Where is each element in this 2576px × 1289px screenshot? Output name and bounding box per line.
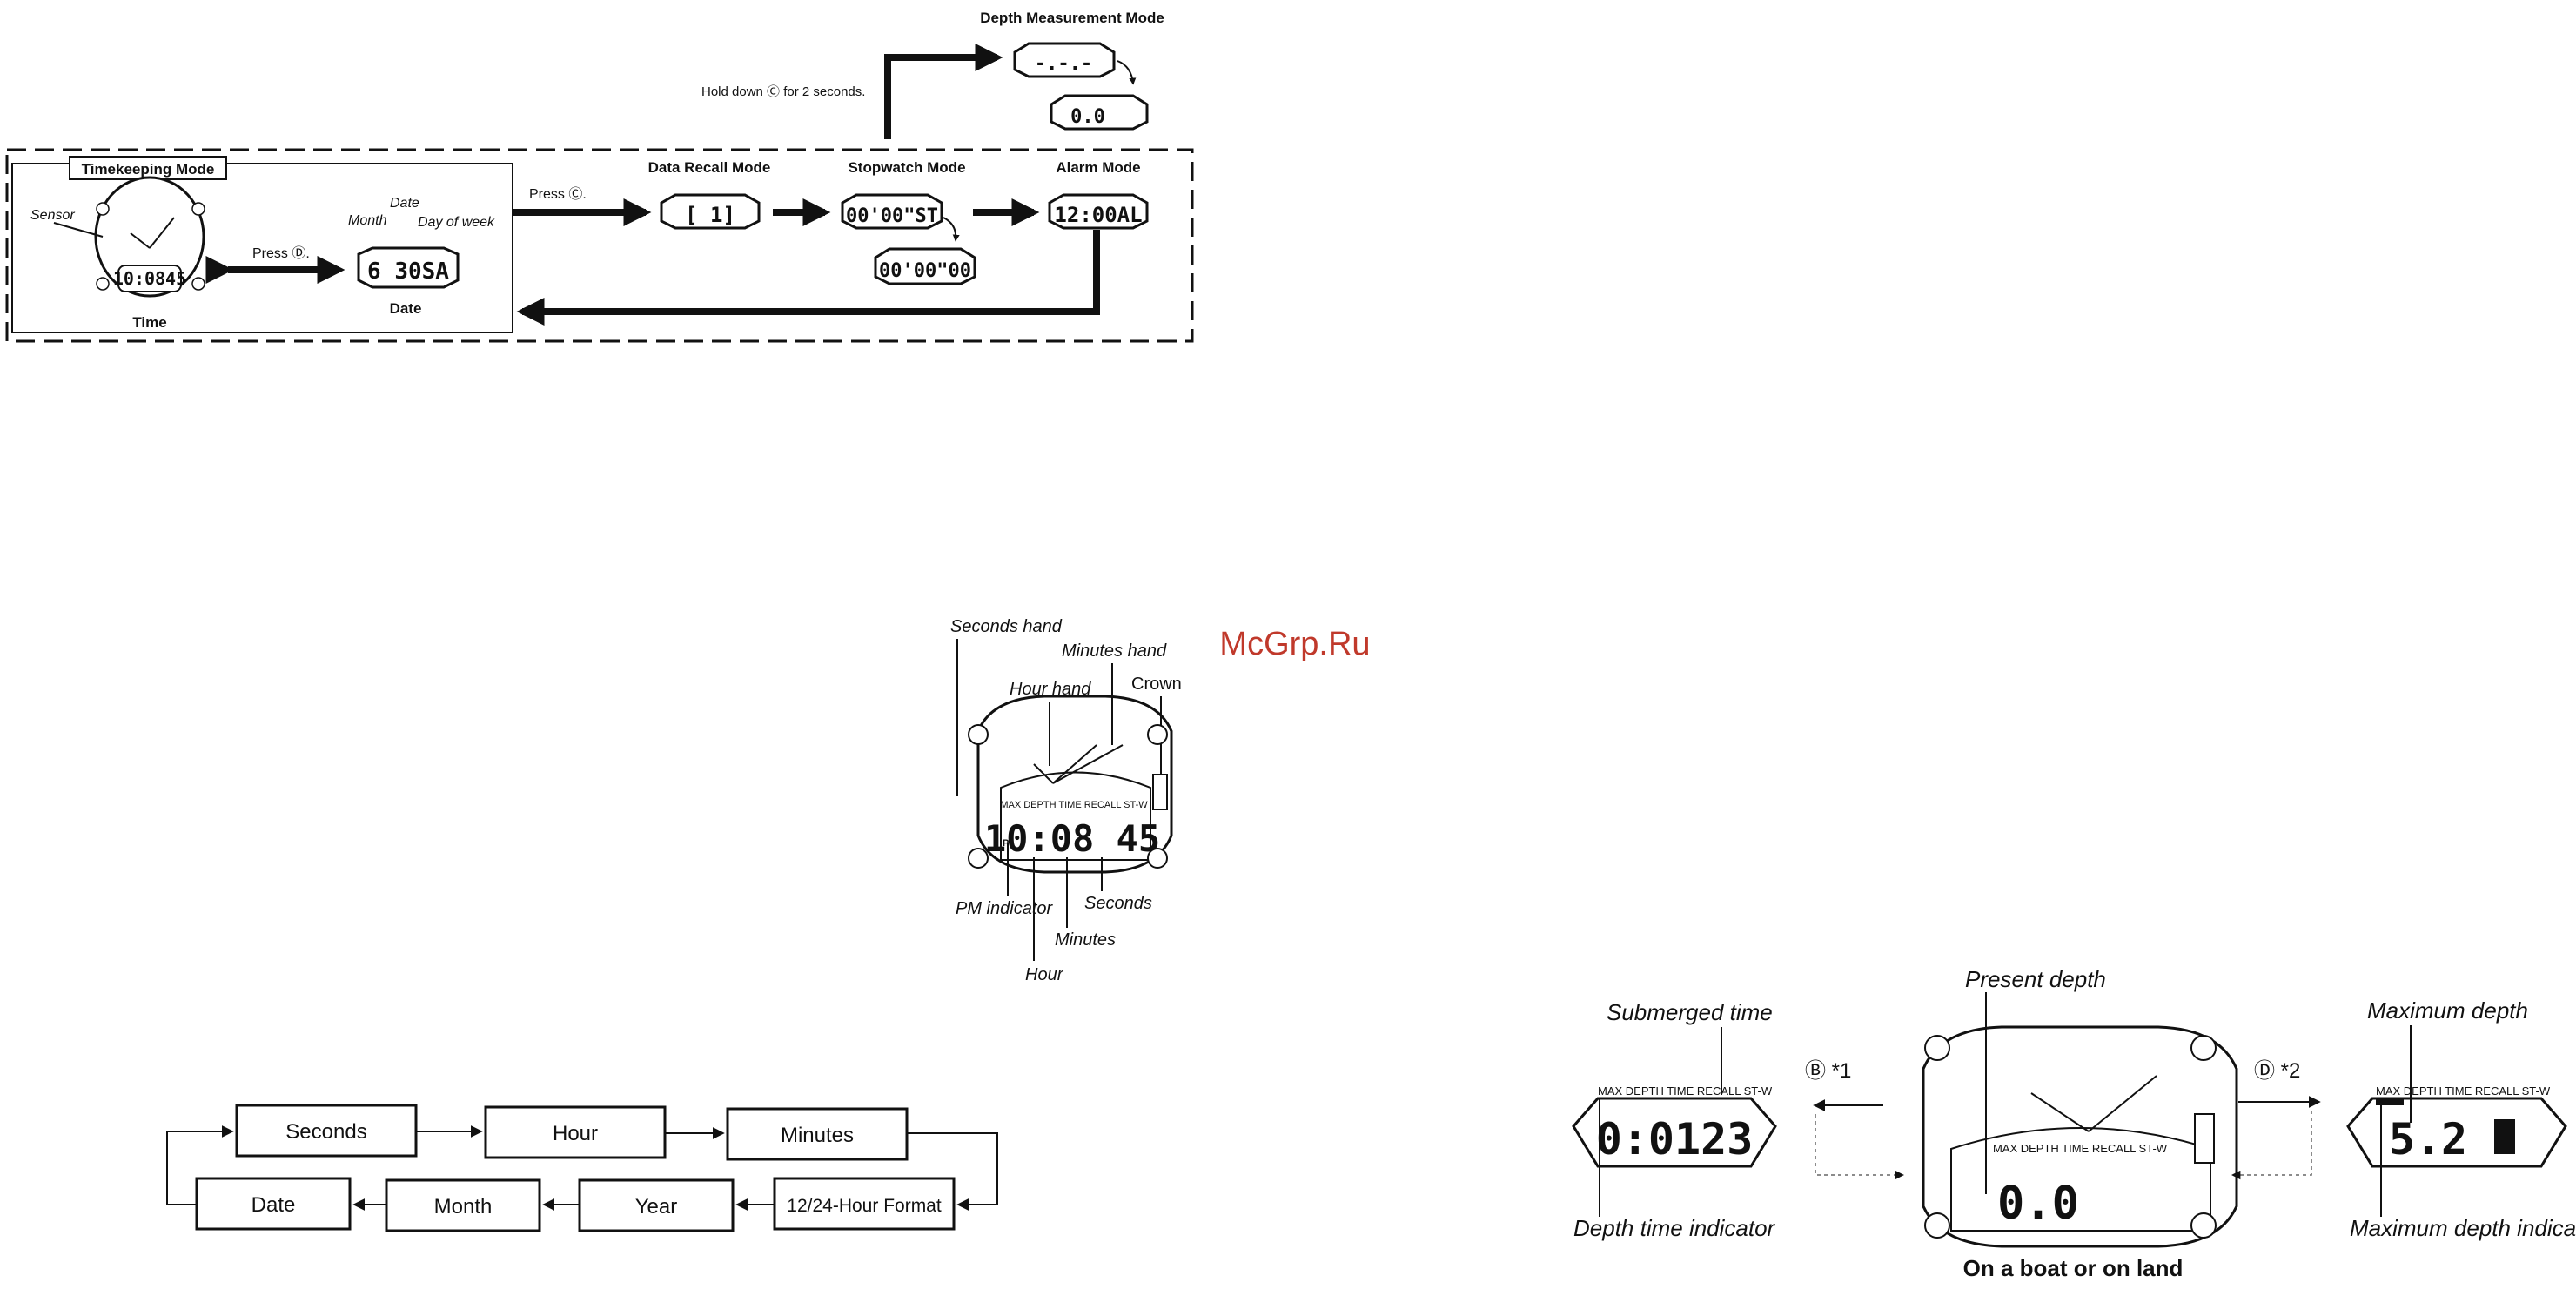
lcd-depth-1: -.-.- — [1035, 53, 1092, 75]
button-a-icon — [968, 724, 989, 745]
setting-box-date — [195, 1177, 352, 1231]
modes-dashed-frame — [5, 148, 1194, 343]
lcd-depth1-frame — [1013, 42, 1116, 78]
depth-lcd-center: 0.0 — [1997, 1178, 2079, 1230]
time-label: Time — [132, 314, 166, 331]
depth-indicators-right: MAX DEPTH TIME RECALL ST-W — [2376, 1084, 2551, 1098]
lcd-time-small: 10:0845 — [113, 268, 186, 289]
setting-seconds: Seconds — [285, 1120, 366, 1144]
depth-indicators-center: MAX DEPTH TIME RECALL ST-W — [1993, 1142, 2168, 1155]
present-depth-label: Present depth — [1965, 966, 2106, 992]
press-d-label: Press Ⓓ. — [252, 245, 310, 261]
depth-lcd-left-frame — [1572, 1097, 1777, 1168]
meter-mark-right — [2494, 1119, 2515, 1154]
setting-date: Date — [252, 1193, 296, 1217]
depth-time-indicator-label: Depth time indicator — [1573, 1215, 1776, 1241]
timekeeping-title: Timekeeping Mode — [82, 161, 215, 178]
hour-hand-label: Hour hand — [1010, 680, 1091, 699]
maximum-depth-indicator-label: Maximum depth indicator — [2350, 1215, 2576, 1241]
day-of-week-label: Day of week — [418, 215, 495, 230]
depth-lcd-left: 0:0123 — [1596, 1114, 1754, 1165]
setting-format: 12/24-Hour Format — [787, 1196, 942, 1216]
crown-label: Crown — [1131, 675, 1182, 694]
depth-diagram: MAX DEPTH TIME RECALL ST-W 0:0123 Submer… — [1572, 966, 2576, 1281]
to-depth-arrow — [884, 44, 1003, 139]
month-label: Month — [348, 213, 387, 228]
hour-label: Hour — [1025, 965, 1064, 984]
small-watch-icon — [94, 176, 205, 298]
date-top-label: Date — [390, 196, 419, 211]
pm-indicator-label: PM indicator — [956, 899, 1053, 918]
lcd-depth2-frame — [1050, 94, 1149, 131]
hold-c-label: Hold down Ⓒ for 2 seconds. — [701, 84, 865, 99]
seconds-label: Seconds — [1084, 894, 1152, 913]
mode-flow-diagram: Timekeeping Mode 10:0845 Sensor Time Pre… — [5, 10, 1194, 343]
watch-indicators: MAX DEPTH TIME RECALL ST-W — [1000, 800, 1148, 810]
watch-diagram: MAX DEPTH TIME RECALL ST-W 10:08 45 P Se… — [950, 617, 1182, 984]
lcd-date-frame — [357, 246, 460, 289]
submerged-time-label: Submerged time — [1607, 999, 1773, 1025]
depth-indicators-left: MAX DEPTH TIME RECALL ST-W — [1598, 1084, 1773, 1098]
maximum-depth-label: Maximum depth — [2367, 997, 2528, 1024]
setting-month: Month — [434, 1195, 493, 1219]
crown-shape — [1152, 774, 1168, 810]
lcd-alarm: 12:00AL — [1054, 203, 1142, 227]
date-label: Date — [390, 300, 422, 317]
minutes-hand-label: Minutes hand — [1062, 641, 1167, 661]
setting-flow-diagram: Seconds Hour Minutes 12/24-Hour Format Y… — [166, 1104, 998, 1232]
data-recall-title: Data Recall Mode — [648, 159, 771, 176]
depth-button-d-icon — [2190, 1212, 2217, 1239]
lcd-sw2-frame — [874, 247, 976, 285]
return-to-timekeeping-arrow — [516, 230, 1100, 326]
watermark: McGrp.Ru — [1219, 626, 1370, 662]
lcd-stopwatch-2: 00'00"00 — [879, 260, 971, 282]
button-d-icon — [1147, 848, 1168, 869]
setting-box-seconds — [235, 1104, 418, 1158]
lcd-recall: [ 1] — [685, 203, 735, 227]
stopwatch-title: Stopwatch Mode — [848, 159, 965, 176]
minutes-label: Minutes — [1055, 930, 1116, 950]
depth-lcd-right: 5.2 — [2389, 1114, 2467, 1165]
lcd-depth-2: 0.0 — [1070, 106, 1105, 128]
depth-mode-title: Depth Measurement Mode — [980, 10, 1164, 26]
lcd-date: 6 30SA — [367, 258, 449, 285]
lcd-alarm-frame — [1048, 193, 1149, 230]
timekeeping-title-box — [69, 156, 227, 180]
sensor-label: Sensor — [30, 208, 75, 223]
setting-minutes: Minutes — [781, 1124, 854, 1147]
alarm-title: Alarm Mode — [1056, 159, 1140, 176]
button-b-icon — [1147, 724, 1168, 745]
lcd-recall-frame — [660, 193, 761, 230]
depth-button-a-icon — [1924, 1035, 1950, 1061]
press-c-label: Press Ⓒ. — [529, 186, 587, 202]
button-c-icon — [968, 848, 989, 869]
depth-button-c-icon — [1924, 1212, 1950, 1239]
depth-button-b-icon — [2190, 1035, 2217, 1061]
setting-year: Year — [635, 1195, 678, 1219]
button-d-note: Ⓓ *2 — [2254, 1059, 2300, 1083]
seconds-hand-label: Seconds hand — [950, 617, 1063, 636]
lcd-stopwatch-1: 00'00"ST — [846, 205, 938, 227]
button-b-note: Ⓑ *1 — [1805, 1059, 1851, 1083]
lcd-sw1-frame — [841, 193, 943, 230]
pm-mark: P — [1003, 838, 1009, 849]
setting-box-year — [578, 1178, 735, 1232]
setting-box-hour — [484, 1105, 667, 1159]
watch-lcd: 10:08 45 — [984, 817, 1160, 860]
depth-caption: On a boat or on land — [1963, 1255, 2184, 1281]
setting-hour: Hour — [553, 1122, 598, 1145]
setting-box-minutes — [726, 1107, 909, 1161]
